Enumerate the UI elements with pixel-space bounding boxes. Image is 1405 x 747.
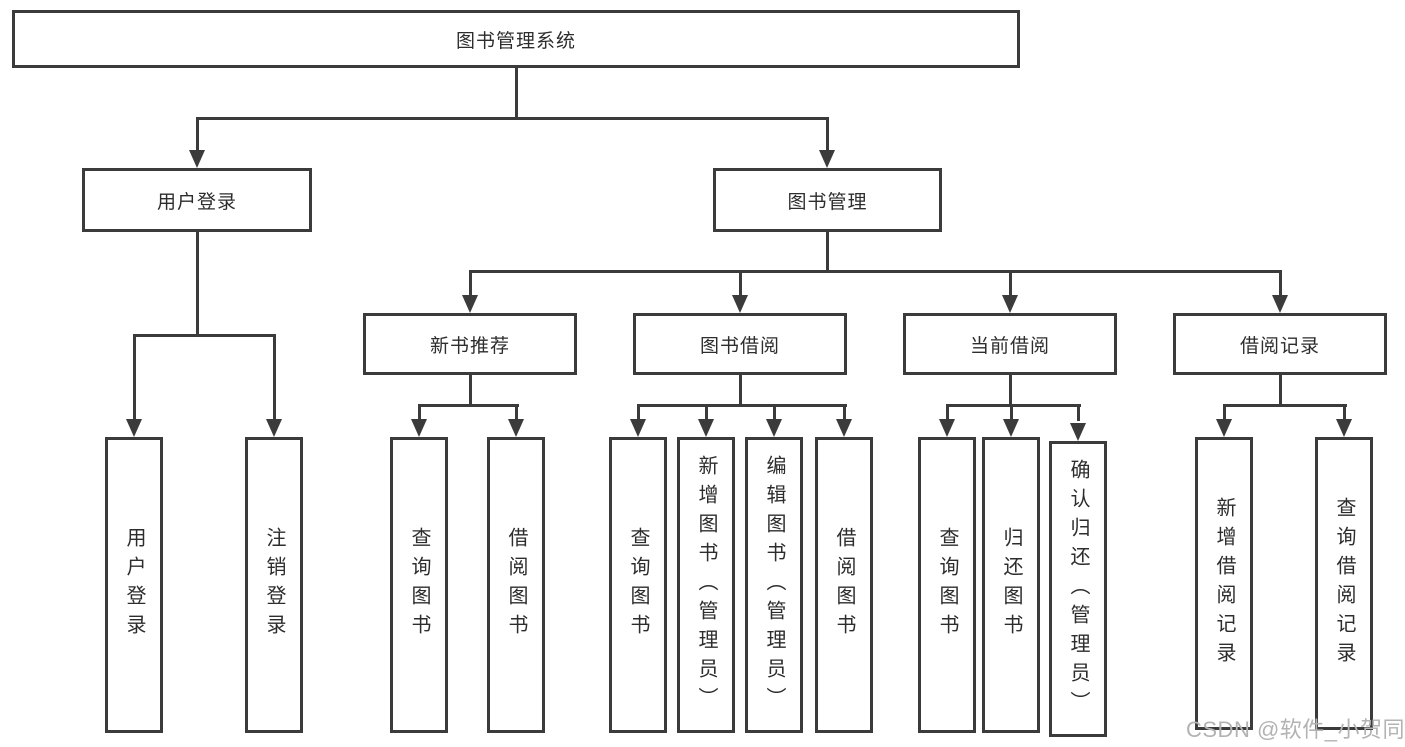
arrow-down-icon: [766, 419, 782, 437]
arrow-down-icon: [126, 419, 142, 437]
connector-line: [946, 404, 1081, 407]
leaf-logout: 注销登录: [245, 437, 303, 733]
arrow-down-icon: [1272, 295, 1288, 313]
node-user-login: 用户登录: [82, 168, 312, 232]
connector-line: [469, 270, 472, 298]
connector-line: [1223, 404, 1347, 407]
connector-line: [705, 404, 708, 421]
leaf-user-login: 用户登录: [105, 437, 163, 733]
connector-line: [946, 404, 949, 421]
leaf-query-borrow-record: 查询借阅记录: [1315, 437, 1373, 730]
connector-line: [826, 232, 829, 273]
connector-line: [133, 334, 276, 337]
node-new-book-recommend: 新书推荐: [363, 313, 577, 375]
arrow-down-icon: [266, 419, 282, 437]
node-borrow-records: 借阅记录: [1173, 313, 1387, 375]
leaf-borrow-books: 借阅图书: [815, 437, 873, 733]
connector-line: [843, 404, 846, 421]
connector-line: [826, 117, 829, 154]
connector-line: [739, 270, 742, 298]
connector-line: [1009, 375, 1012, 407]
connector-line: [196, 117, 199, 154]
leaf-add-borrow-record: 新增借阅记录: [1195, 437, 1253, 730]
leaf-return-books: 归还图书: [982, 437, 1040, 733]
connector-line: [1077, 404, 1080, 421]
arrow-down-icon: [1070, 423, 1086, 441]
connector-line: [1009, 270, 1012, 298]
arrow-down-icon: [462, 295, 478, 313]
connector-line: [637, 404, 640, 421]
connector-line: [469, 270, 1282, 273]
node-current-borrow: 当前借阅: [903, 313, 1117, 375]
leaf-edit-books-admin: 编辑图书（管理员）: [745, 437, 803, 733]
connector-line: [773, 404, 776, 421]
connector-line: [418, 404, 421, 421]
arrow-down-icon: [698, 419, 714, 437]
connector-line: [418, 404, 519, 407]
arrow-down-icon: [836, 419, 852, 437]
connector-line: [1343, 404, 1346, 421]
arrow-down-icon: [508, 419, 524, 437]
connector-line: [1279, 375, 1282, 407]
connector-line: [133, 334, 136, 422]
arrow-down-icon: [1002, 295, 1018, 313]
connector-line: [739, 375, 742, 407]
leaf-borrow-books-recommend: 借阅图书: [487, 437, 545, 733]
arrow-down-icon: [189, 150, 205, 168]
connector-line: [273, 334, 276, 422]
arrow-down-icon: [1216, 419, 1232, 437]
connector-line: [196, 117, 829, 120]
leaf-add-books-admin: 新增图书（管理员）: [677, 437, 735, 733]
connector-line: [637, 404, 847, 407]
node-book-borrow: 图书借阅: [633, 313, 847, 375]
leaf-query-books-current: 查询图书: [918, 437, 976, 733]
connector-line: [469, 375, 472, 407]
csdn-watermark: CSDN @软件_小贺同学: [1186, 717, 1405, 742]
arrow-down-icon: [939, 419, 955, 437]
leaf-query-books-borrow: 查询图书: [609, 437, 667, 733]
node-root: 图书管理系统: [12, 10, 1020, 68]
arrow-down-icon: [732, 295, 748, 313]
connector-line: [1279, 270, 1282, 298]
arrow-down-icon: [819, 150, 835, 168]
connector-line: [515, 404, 518, 421]
leaf-confirm-return-admin: 确认归还（管理员）: [1049, 441, 1107, 737]
connector-line: [1223, 404, 1226, 421]
arrow-down-icon: [630, 419, 646, 437]
node-book-management: 图书管理: [713, 168, 942, 232]
leaf-query-books-recommend: 查询图书: [390, 437, 448, 733]
arrow-down-icon: [1336, 419, 1352, 437]
arrow-down-icon: [1003, 419, 1019, 437]
connector-line: [1010, 404, 1013, 421]
connector-line: [515, 68, 518, 118]
arrow-down-icon: [411, 419, 427, 437]
connector-line: [196, 232, 199, 336]
